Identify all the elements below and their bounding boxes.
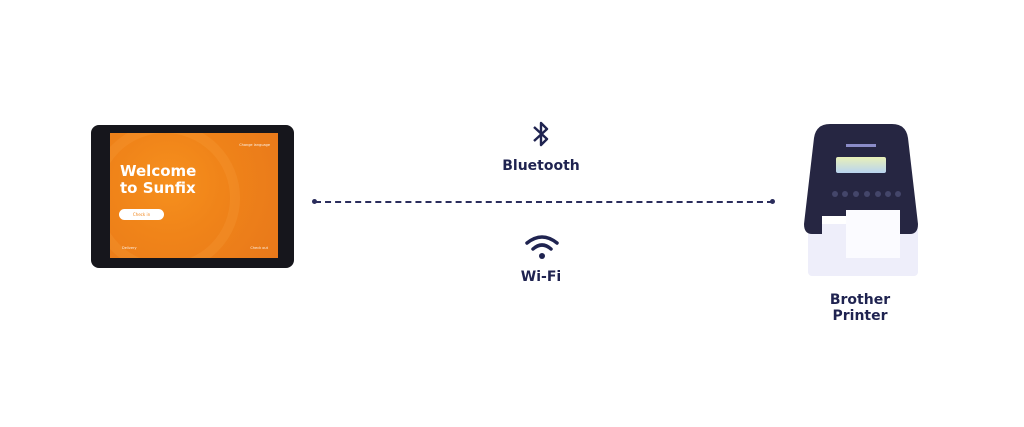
delivery-link[interactable]: Delivery xyxy=(122,246,137,250)
welcome-line-2: to Sunfix xyxy=(120,179,196,197)
connection-line xyxy=(315,201,773,203)
tablet-screen: Change language Welcome to Sunfix Check … xyxy=(110,133,278,258)
bluetooth-label: Bluetooth xyxy=(502,158,580,174)
line-start-dot xyxy=(312,199,317,204)
printer-icon xyxy=(804,124,918,276)
check-out-link[interactable]: Check out xyxy=(250,246,268,250)
check-in-button[interactable]: Check in xyxy=(119,209,164,220)
tablet-device: Change language Welcome to Sunfix Check … xyxy=(91,125,294,268)
welcome-title: Welcome to Sunfix xyxy=(120,163,196,197)
wifi-label: Wi-Fi xyxy=(520,269,562,285)
bluetooth-icon xyxy=(533,121,549,147)
change-language-link[interactable]: Change language xyxy=(239,143,270,147)
wifi-icon xyxy=(525,235,559,259)
welcome-line-1: Welcome xyxy=(120,162,197,180)
printer-label: Brother Printer xyxy=(829,292,891,324)
line-end-dot xyxy=(770,199,775,204)
